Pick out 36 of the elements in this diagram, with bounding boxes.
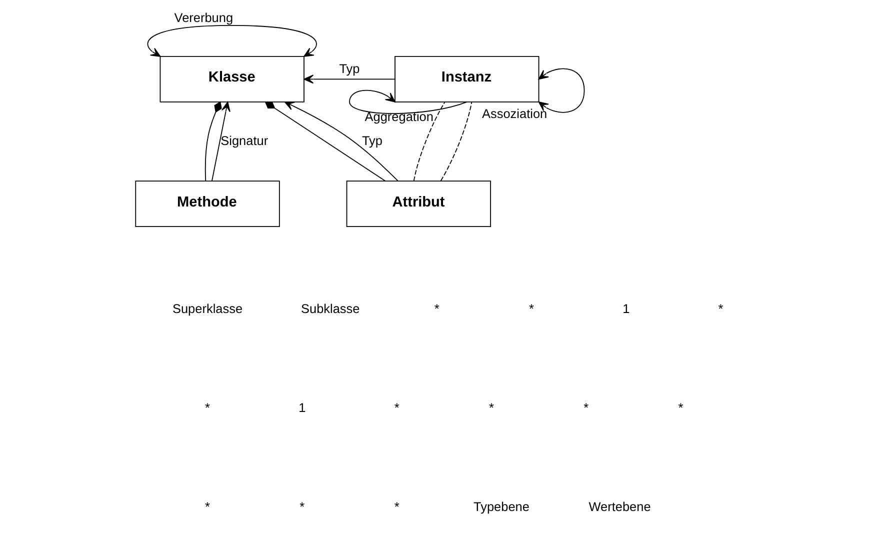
edge-label: Aggregation <box>364 108 433 124</box>
label: * <box>204 499 210 514</box>
arrow <box>211 102 230 182</box>
node-box: Instanz <box>394 56 539 102</box>
label: * <box>434 300 439 316</box>
label: * <box>488 400 494 415</box>
edge-label: Typ <box>338 60 360 76</box>
arrow <box>538 68 584 113</box>
arrow <box>303 74 395 84</box>
label: * <box>528 300 534 316</box>
label: 1 <box>298 400 306 415</box>
label: * <box>394 400 399 415</box>
connector <box>440 102 472 182</box>
edge-label: Typ <box>361 132 382 148</box>
label: * <box>299 499 304 514</box>
label: Subklasse <box>300 300 360 316</box>
arrow <box>146 25 316 57</box>
node-box: Methode <box>134 180 280 228</box>
label: * <box>204 400 210 415</box>
label: * <box>583 400 588 415</box>
label: * <box>718 300 723 316</box>
label: * <box>394 499 399 514</box>
label: Typebene <box>473 499 529 514</box>
edge-label: Signatur <box>220 132 268 148</box>
node-box: Klasse <box>159 56 304 102</box>
connector <box>412 102 445 182</box>
connector <box>264 102 386 182</box>
edge-label: Assoziation <box>481 106 547 121</box>
arrow <box>284 102 398 182</box>
label: Superklasse <box>172 300 242 316</box>
edge-label: Vererbung <box>174 10 233 26</box>
connector <box>204 101 222 182</box>
label: * <box>678 400 683 415</box>
label: Wertebene <box>588 499 650 514</box>
label: 1 <box>622 300 630 316</box>
node-box: Attribut <box>346 180 490 228</box>
